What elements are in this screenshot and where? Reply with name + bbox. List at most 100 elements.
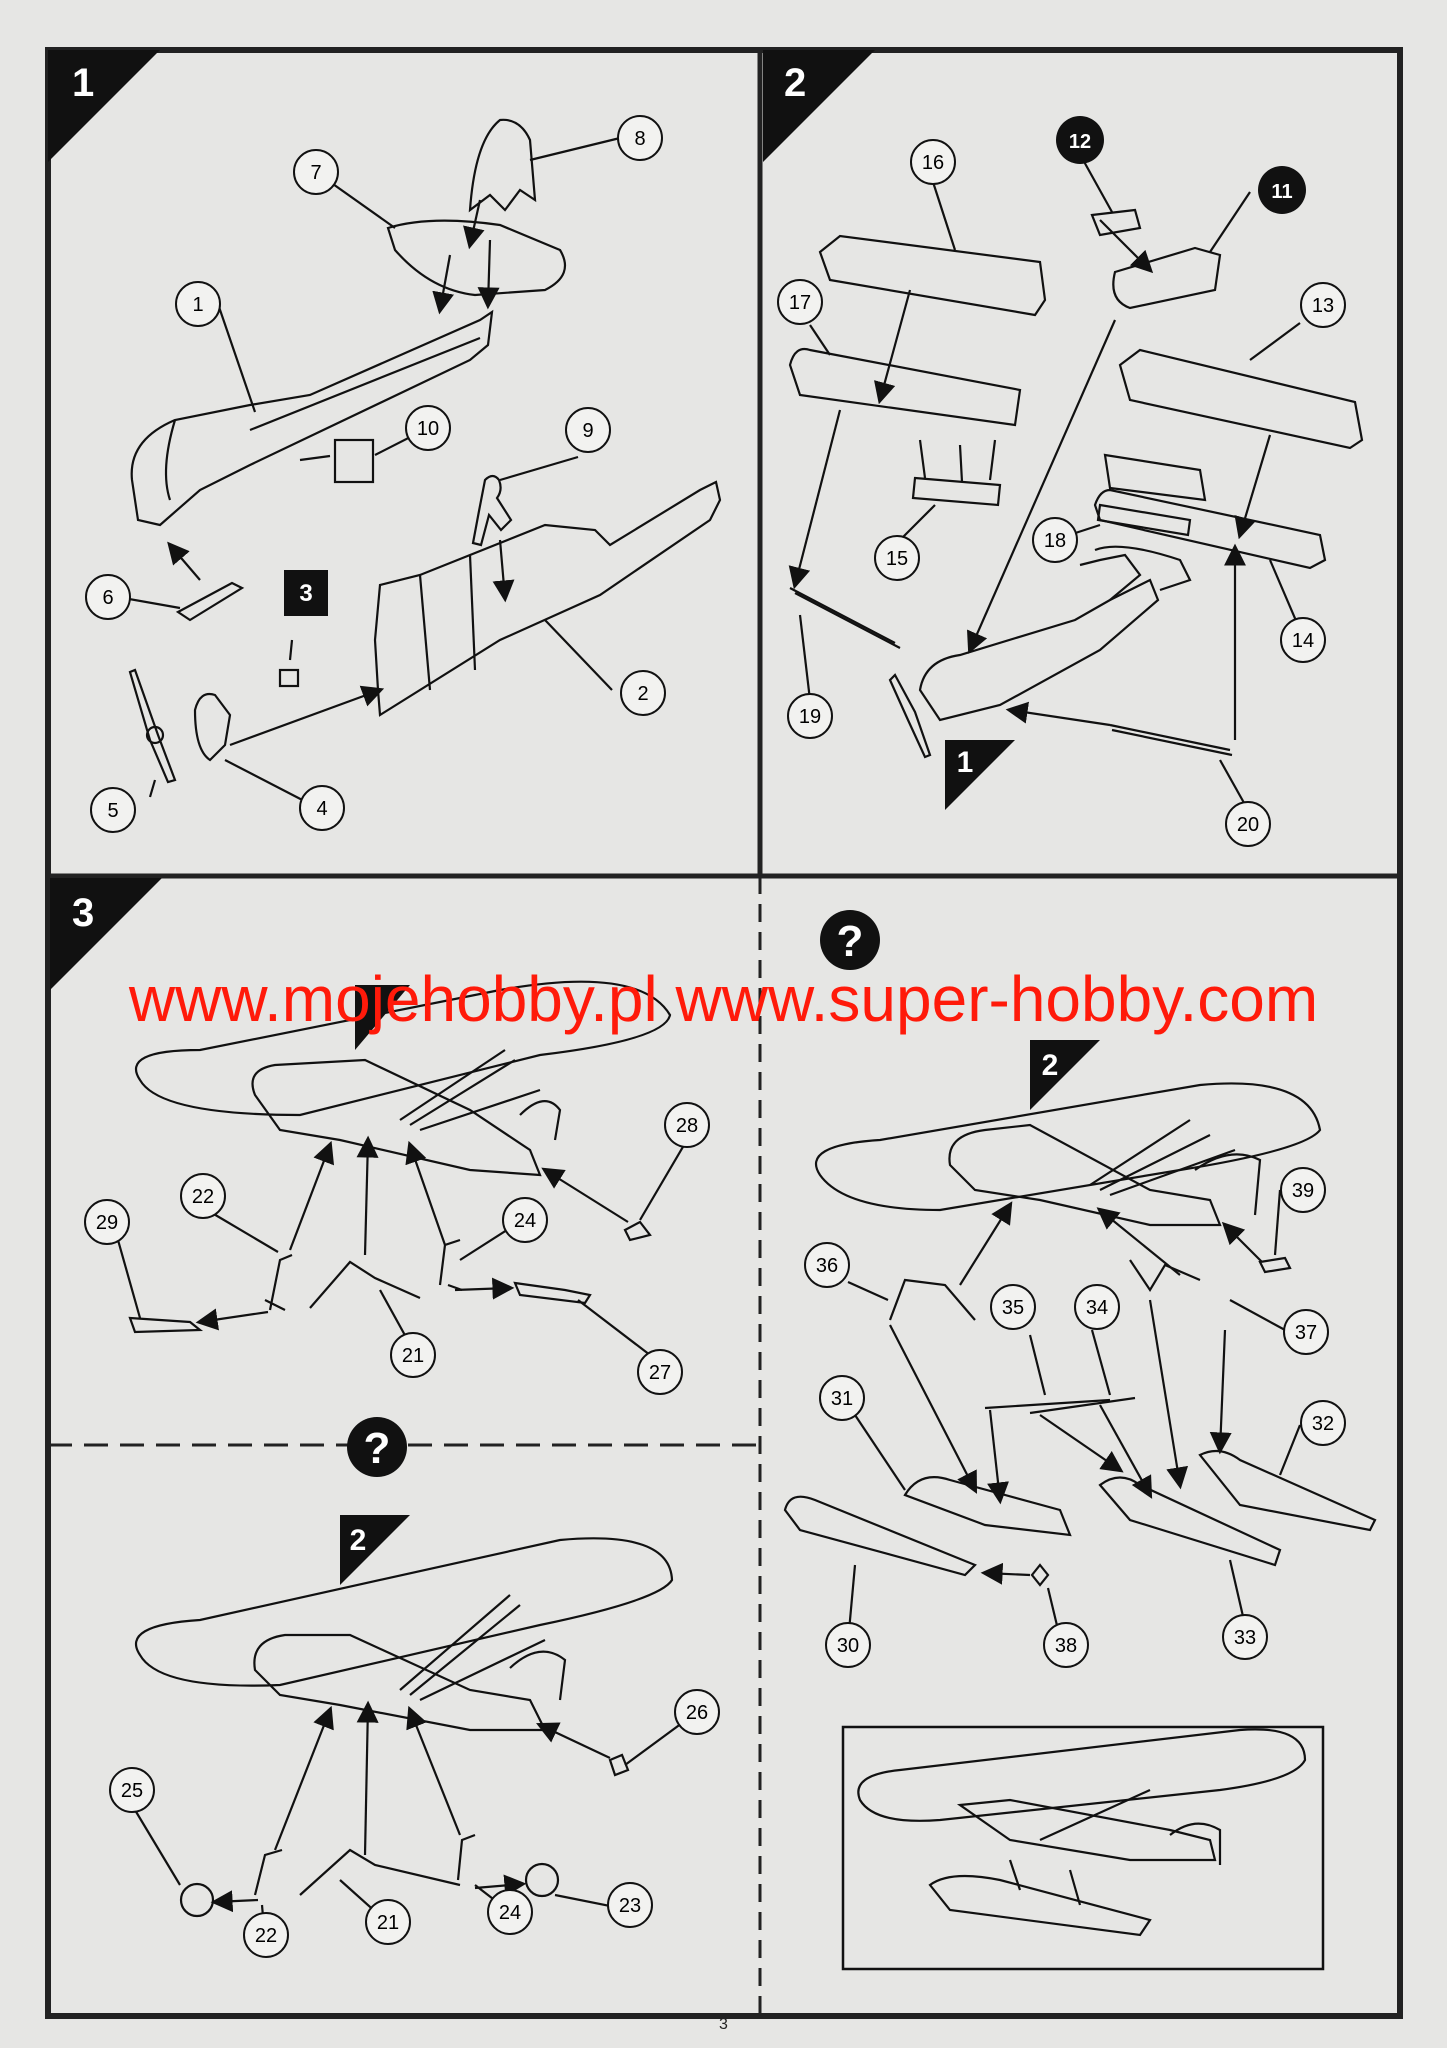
svg-text:25: 25: [121, 1780, 143, 1802]
callout-37: 37: [1283, 1309, 1329, 1355]
callout-3: 3: [284, 570, 328, 616]
callout-16: 16: [910, 139, 956, 185]
callout-15: 15: [874, 535, 920, 581]
strut-plate-right: [1096, 503, 1192, 537]
svg-text:32: 32: [1312, 1413, 1334, 1435]
svg-text:17: 17: [789, 292, 811, 314]
part-28-ski: [513, 1281, 592, 1305]
svg-text:26: 26: [686, 1702, 708, 1724]
part-39: [1258, 1256, 1292, 1274]
svg-text:31: 31: [831, 1388, 853, 1410]
variant-question-icon-4: ?: [820, 910, 880, 970]
svg-text:24: 24: [514, 1210, 536, 1232]
callout-28: 27: [637, 1349, 683, 1395]
svg-text:14: 14: [1292, 630, 1314, 652]
callout-34: 34: [1074, 1284, 1120, 1330]
step-badge-3: 3: [50, 878, 162, 990]
tail-assembled: [1094, 545, 1192, 592]
svg-text:12: 12: [1069, 131, 1091, 153]
callout-26: 26: [674, 1689, 720, 1735]
callout-27: 28: [664, 1102, 710, 1148]
svg-text:3: 3: [72, 891, 94, 935]
part-30-float: [783, 1495, 977, 1577]
svg-text:?: ?: [837, 917, 864, 966]
wing-upper-left-top: [818, 234, 1047, 317]
svg-text:13: 13: [1312, 295, 1334, 317]
svg-text:19: 19: [799, 706, 821, 728]
callout-19: 19: [787, 693, 833, 739]
panel-4-drawing: [783, 1082, 1377, 1971]
callouts-panel-3b: ? 2 26 25 22 21 24 23: [109, 1417, 720, 1958]
ref-step-1-triangle: 1: [945, 740, 1015, 810]
step-badge-1: 1: [48, 50, 160, 162]
callout-36: 36: [804, 1242, 850, 1288]
svg-text:27: 27: [649, 1362, 671, 1384]
aircraft-fuselage-3b: [253, 1633, 547, 1732]
part-29-ski: [128, 1316, 204, 1334]
svg-text:?: ?: [364, 1424, 391, 1473]
page-frame: [45, 47, 1403, 2019]
ref-step-2-triangle-3b: 2: [340, 1515, 410, 1585]
part-37-strut: [1129, 1259, 1201, 1293]
callout-35: 35: [990, 1284, 1036, 1330]
callout-4: 4: [299, 785, 345, 831]
propeller: [128, 668, 177, 784]
callout-33: 33: [1222, 1614, 1268, 1660]
svg-text:18: 18: [1044, 530, 1066, 552]
aircraft-fuselage-4: [948, 1123, 1222, 1227]
svg-text:35: 35: [1002, 1297, 1024, 1319]
part-22-gear-leg: [264, 1253, 293, 1311]
callout-32: 32: [1300, 1400, 1346, 1446]
svg-text:20: 20: [1237, 814, 1259, 836]
svg-text:10: 10: [417, 418, 439, 440]
svg-text:21: 21: [402, 1345, 424, 1367]
svg-text:1: 1: [192, 294, 203, 316]
callout-23: 23: [607, 1882, 653, 1928]
callout-14: 14: [1280, 617, 1326, 663]
strut-19: [789, 587, 896, 644]
inset-box-finished-floatplane: [841, 1725, 1325, 1971]
callouts-panel-3a: 28 22 24 29 21 27: [84, 985, 710, 1395]
part-12-windscreen: [1090, 208, 1142, 237]
callout-18: 18: [1032, 517, 1078, 563]
propeller-assembled: [888, 673, 932, 759]
part-23-wheel: [524, 1862, 560, 1898]
svg-text:4: 4: [316, 798, 327, 820]
callout-24: 24: [502, 1197, 548, 1243]
callouts-panel-1: 7 8 1 10 9 2 6 3 5 4: [85, 115, 666, 833]
part-22-gear-leg: [253, 1848, 283, 1896]
svg-text:29: 29: [96, 1212, 118, 1234]
svg-text:2: 2: [1042, 1049, 1059, 1082]
callout-10: 10: [405, 405, 451, 451]
step-badge-2: 2: [763, 50, 875, 162]
panel-1-drawing: [111, 118, 722, 806]
svg-text:2: 2: [784, 61, 806, 105]
svg-text:1: 1: [957, 746, 974, 779]
callout-31: 31: [819, 1375, 865, 1421]
callout-21b: 21: [365, 1899, 411, 1945]
callout-29: 29: [84, 1199, 130, 1245]
panel-3b-drawing: [131, 1537, 698, 1941]
part-32-float: [1198, 1449, 1377, 1532]
svg-text:16: 16: [922, 152, 944, 174]
callouts-panel-4: ? 2 39 36 35 34 37 31 32 30 38 33: [804, 910, 1346, 1668]
svg-text:7: 7: [310, 162, 321, 184]
svg-text:8: 8: [634, 128, 645, 150]
svg-text:3: 3: [299, 580, 312, 607]
callout-25: 25: [109, 1767, 155, 1813]
page-number: 3: [719, 2016, 728, 2033]
tailplane: [386, 219, 567, 297]
callout-1: 1: [175, 281, 221, 327]
callout-22b: 22: [243, 1912, 289, 1958]
callout-6: 6: [85, 574, 131, 620]
svg-text:15: 15: [886, 548, 908, 570]
callout-38: 38: [1043, 1622, 1089, 1668]
svg-text:1: 1: [72, 61, 94, 105]
svg-text:38: 38: [1055, 1635, 1077, 1657]
svg-text:28: 28: [676, 1115, 698, 1137]
callout-39: 39: [1280, 1167, 1326, 1213]
variant-question-icon-3b: ?: [347, 1417, 407, 1477]
callout-30: 30: [825, 1622, 871, 1668]
svg-text:22: 22: [192, 1186, 214, 1208]
